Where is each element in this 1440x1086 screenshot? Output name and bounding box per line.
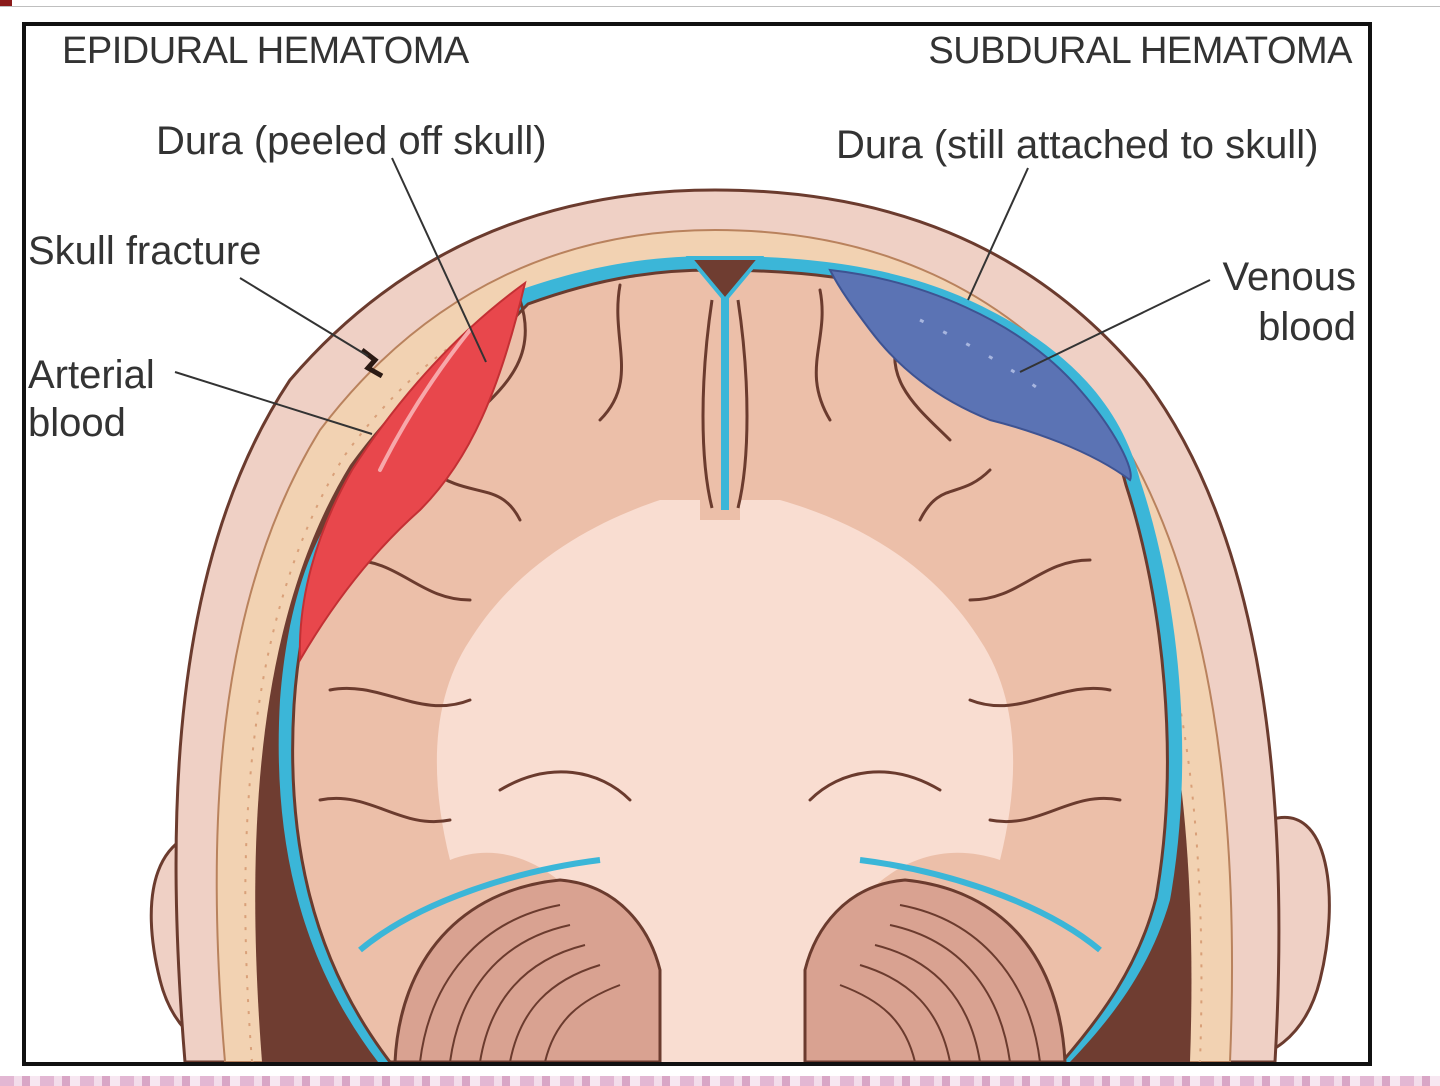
epidural-hematoma [298, 280, 527, 664]
sulcus-right-5 [968, 687, 1112, 708]
cerebellum [358, 857, 1102, 1062]
folia-left-4 [509, 964, 601, 1062]
label-dura-attached: Dura (still attached to skull) [836, 123, 1319, 167]
sulcus-right-6 [988, 797, 1122, 823]
folia-left-3 [479, 944, 586, 1062]
bottom-strip [0, 1076, 1440, 1086]
figure-frame: EPIDURAL HEMATOMA SUBDURAL HEMATOMA Dura… [22, 22, 1372, 1066]
white-matter [436, 500, 1014, 1062]
skull-fracture-mark [360, 348, 384, 379]
sulcus-left-5 [328, 687, 472, 708]
folia-left-5 [544, 984, 621, 1062]
top-rule [0, 0, 1440, 7]
folia-right-2 [889, 924, 1011, 1062]
folia-right-4 [859, 964, 951, 1062]
label-venous-blood: blood [1258, 305, 1356, 349]
sulcus-right-3 [918, 468, 992, 522]
label-dura-peeled: Dura (peeled off skull) [156, 119, 547, 163]
brain-cross-section [149, 157, 1331, 1062]
leader-dura-attached [967, 167, 1029, 301]
heading-epidural: EPIDURAL HEMATOMA [62, 30, 469, 72]
folia-left-1 [419, 904, 561, 1062]
cerebellum-right [803, 878, 1067, 1062]
label-skull-fracture: Skull fracture [28, 229, 262, 273]
sulcus-left-2 [598, 283, 623, 422]
sulcus-right-4 [968, 558, 1092, 602]
sulcus-temporal-right [808, 770, 942, 802]
leader-venous-blood [1019, 279, 1211, 373]
sulcus-left-6 [318, 797, 452, 823]
label-arterial-blood: blood [28, 401, 126, 445]
interhemispheric-fissure [701, 299, 749, 509]
label-venous-blood: Venous [1222, 255, 1356, 299]
tentorium-left [358, 857, 601, 953]
folia-right-1 [899, 904, 1041, 1062]
folia-right-3 [874, 944, 981, 1062]
folia-left-2 [449, 924, 571, 1062]
leader-dura-peeled [391, 157, 487, 363]
superior-sagittal-sinus [685, 256, 765, 304]
epidural-highlight [378, 328, 472, 472]
sulcus-temporal-left [498, 770, 632, 802]
leader-arterial-blood [174, 371, 373, 435]
sulcus-right-1 [814, 288, 832, 422]
folia-right-5 [839, 984, 916, 1062]
subdural-hematoma [828, 268, 1132, 482]
label-arterial-blood: Arterial [28, 353, 155, 397]
heading-subdural: SUBDURAL HEMATOMA [928, 30, 1352, 72]
top-mark [0, 0, 12, 6]
tentorium-right [859, 857, 1102, 953]
leader-skull-fracture [239, 277, 369, 357]
